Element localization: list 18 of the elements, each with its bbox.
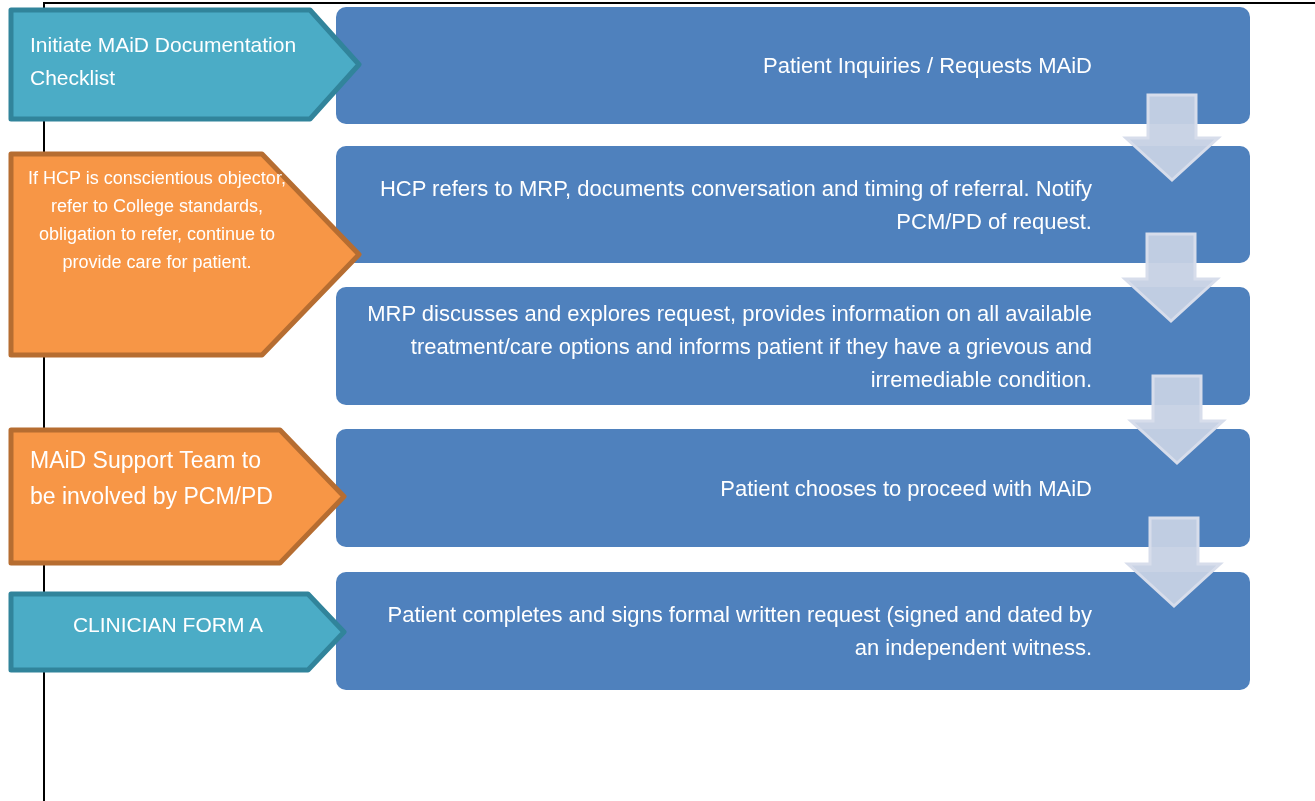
block-arrow bbox=[1124, 516, 1224, 609]
block-arrow bbox=[1121, 232, 1221, 324]
chevron-text: If HCP is conscientious objector, refer to College standards, obligation to refer, continue to provide care for patient. bbox=[27, 167, 287, 274]
step-text: Patient Inquiries / Requests MAiD bbox=[763, 52, 1092, 80]
chevron-text: Initiate MAiD Documentation Checklist bbox=[30, 32, 298, 91]
process-box bbox=[336, 287, 1250, 405]
block-arrow bbox=[1127, 374, 1227, 466]
step-text: Patient completes and signs formal written request (signed and dated by an independent witness. bbox=[386, 601, 1092, 662]
process-box bbox=[336, 7, 1250, 124]
process-box bbox=[336, 146, 1250, 263]
step-text: MRP discusses and explores request, provides information on all available treatment/care options and informs patient if they have a grievous and irremediable condition. bbox=[366, 299, 1092, 394]
step-text: HCP refers to MRP, documents conversation and timing of referral. Notify PCM/PD of request. bbox=[378, 174, 1092, 236]
process-box bbox=[336, 429, 1250, 547]
process-box bbox=[336, 572, 1250, 690]
block-arrow bbox=[1122, 93, 1222, 183]
step-text: Patient chooses to proceed with MAiD bbox=[720, 474, 1092, 503]
chevron-text: MAiD Support Team to be involved by PCM/PD bbox=[30, 446, 274, 511]
chevron-text: CLINICIAN FORM A bbox=[71, 612, 265, 638]
